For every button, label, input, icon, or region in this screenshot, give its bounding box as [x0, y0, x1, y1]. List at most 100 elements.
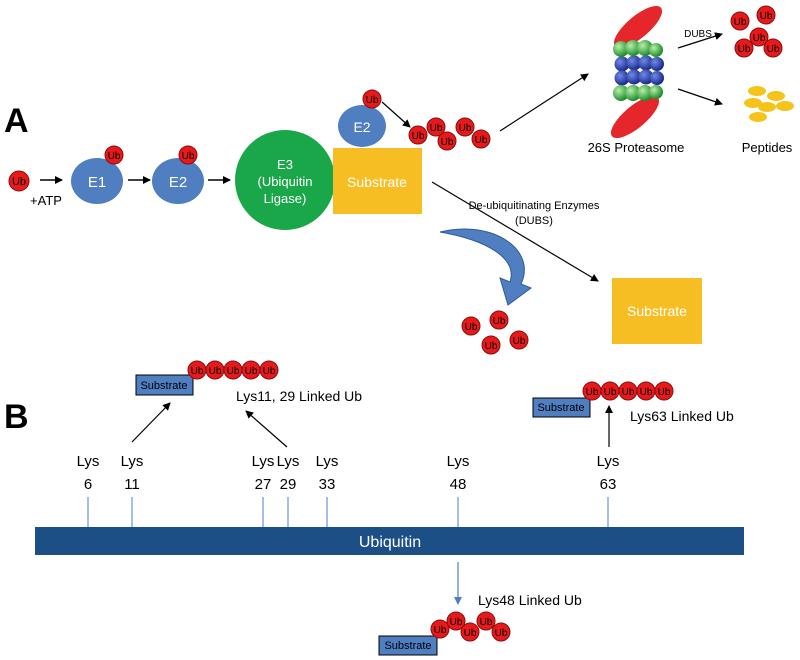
lys11-29-substrate: Substrate: [135, 374, 194, 396]
e2-bound-enzyme: E2: [338, 105, 386, 147]
k63-ub-ball: Ub: [618, 381, 638, 401]
lys11-29-label: Lys11, 29 Linked Ub: [236, 388, 362, 404]
lys-word-label: Lys: [316, 453, 339, 470]
svg-text:Ub: Ub: [441, 137, 454, 148]
svg-text:Ub: Ub: [622, 387, 635, 398]
lys29-arrow: [245, 410, 288, 448]
ub-transfer-arrow: [381, 101, 411, 128]
recycled-ub-ball: Ub: [749, 27, 769, 47]
lys-number-label: 27: [255, 476, 272, 493]
svg-text:Ub: Ub: [209, 366, 222, 377]
linear-ub-ball: Ub: [241, 360, 261, 380]
linear-ub-ball: Ub: [205, 360, 225, 380]
lys-word-label: Lys: [121, 453, 144, 470]
svg-text:Ub: Ub: [738, 44, 751, 55]
panel-b-label: B: [4, 398, 29, 436]
lys-number-label: 33: [319, 476, 336, 493]
chain-ub-ball: Ub: [455, 117, 475, 137]
svg-text:Ub: Ub: [12, 176, 26, 188]
linear-ub-ball: Ub: [259, 360, 279, 380]
lys63-chain: Ub Ub Ub Ub Ub: [582, 381, 674, 401]
lys11-arrow: [131, 402, 171, 443]
e2-ub-ball: Ub: [178, 145, 198, 165]
svg-text:Ligase): Ligase): [264, 191, 307, 206]
released-ub-ball: Ub: [509, 330, 529, 350]
lys-word-label: Lys: [277, 453, 300, 470]
svg-text:Ub: Ub: [734, 17, 747, 28]
chain-ub-ball: Ub: [426, 117, 446, 137]
e1-ub-ball: Ub: [104, 145, 124, 165]
svg-text:E3: E3: [277, 157, 293, 172]
svg-text:Substrate: Substrate: [140, 380, 187, 392]
svg-text:Substrate: Substrate: [347, 174, 407, 190]
svg-text:Substrate: Substrate: [384, 640, 431, 652]
svg-text:Ub: Ub: [227, 366, 240, 377]
released-ub-ball: Ub: [489, 310, 509, 330]
svg-text:Ub: Ub: [485, 341, 498, 352]
recycled-ub-cluster: Ub Ub Ub Ub Ub: [730, 5, 783, 58]
svg-text:Ub: Ub: [513, 336, 526, 347]
svg-text:Ub: Ub: [753, 33, 766, 44]
released-substrate-box: Substrate: [612, 278, 702, 344]
proteasome-26s: [610, 5, 664, 139]
recycled-ub-ball: Ub: [763, 38, 783, 58]
dubs-curved-arrow: [439, 228, 533, 306]
k63-ub-ball: Ub: [582, 381, 602, 401]
svg-text:Substrate: Substrate: [627, 303, 687, 319]
peptides-cluster: [744, 86, 794, 122]
svg-text:Ub: Ub: [640, 387, 653, 398]
svg-text:Ub: Ub: [464, 628, 477, 639]
svg-text:Ub: Ub: [434, 625, 447, 636]
e2-bound-ub-ball: Ub: [362, 89, 382, 109]
to-peptides-arrow: [677, 88, 723, 106]
dubs-pathway-arrow: [431, 181, 599, 282]
lys48-chain: Ub Ub Ub Ub Ub: [430, 611, 511, 642]
svg-text:Ub: Ub: [767, 44, 780, 55]
k63-ub-ball: Ub: [600, 381, 620, 401]
svg-text:Ub: Ub: [459, 123, 472, 134]
svg-text:E2: E2: [169, 174, 187, 191]
lys-word-label: Lys: [447, 453, 470, 470]
lys-number-label: 48: [450, 476, 467, 493]
panel-a-label: A: [4, 102, 29, 140]
svg-text:E1: E1: [88, 174, 106, 191]
svg-text:Ub: Ub: [760, 11, 773, 22]
proteasome-dubs-arrow: [677, 32, 723, 49]
lys-word-label: Lys: [77, 453, 100, 470]
dubs-enzymes-label-line1: De-ubiquitinating Enzymes: [469, 200, 600, 212]
svg-text:Ub: Ub: [182, 151, 195, 162]
k48-ub-ball: Ub: [430, 619, 450, 639]
lys63-substrate: Substrate: [532, 397, 591, 418]
polyub-chain-a: Ub Ub Ub Ub Ub: [408, 117, 491, 151]
svg-text:Ub: Ub: [475, 135, 488, 146]
linear-ub-ball: Ub: [223, 360, 243, 380]
svg-text:Ubiquitin: Ubiquitin: [359, 534, 421, 551]
peptides-label: Peptides: [742, 140, 793, 155]
recycled-ub-ball: Ub: [734, 38, 754, 58]
e2-enzyme: E2: [152, 158, 204, 204]
recycled-ub-ball: Ub: [730, 11, 750, 31]
e1-enzyme: E1: [71, 158, 123, 204]
lys-number-label: 29: [280, 476, 297, 493]
svg-text:Ub: Ub: [465, 322, 478, 333]
svg-text:(Ubiquitin: (Ubiquitin: [258, 174, 313, 189]
free-ub-ball: Ub: [8, 170, 30, 192]
svg-text:Ub: Ub: [108, 151, 121, 162]
svg-text:Ub: Ub: [191, 366, 204, 377]
chain-ub-ball: Ub: [408, 125, 428, 145]
svg-text:Ub: Ub: [480, 617, 493, 628]
dubs-short-label: DUBS: [684, 29, 712, 40]
svg-text:Ub: Ub: [245, 366, 258, 377]
lys48-label: Lys48 Linked Ub: [478, 592, 582, 608]
svg-text:Ub: Ub: [366, 95, 379, 106]
released-ub-cluster: Ub Ub Ub Ub: [461, 310, 529, 355]
svg-text:Ub: Ub: [412, 131, 425, 142]
svg-text:E2: E2: [353, 119, 370, 135]
k48-ub-ball: Ub: [460, 622, 480, 642]
atp-label: +ATP: [30, 193, 62, 208]
ubiquitin-bar: Ubiquitin: [35, 527, 744, 555]
svg-text:Ub: Ub: [430, 123, 443, 134]
k48-ub-ball: Ub: [446, 611, 466, 631]
svg-text:Ub: Ub: [495, 628, 508, 639]
